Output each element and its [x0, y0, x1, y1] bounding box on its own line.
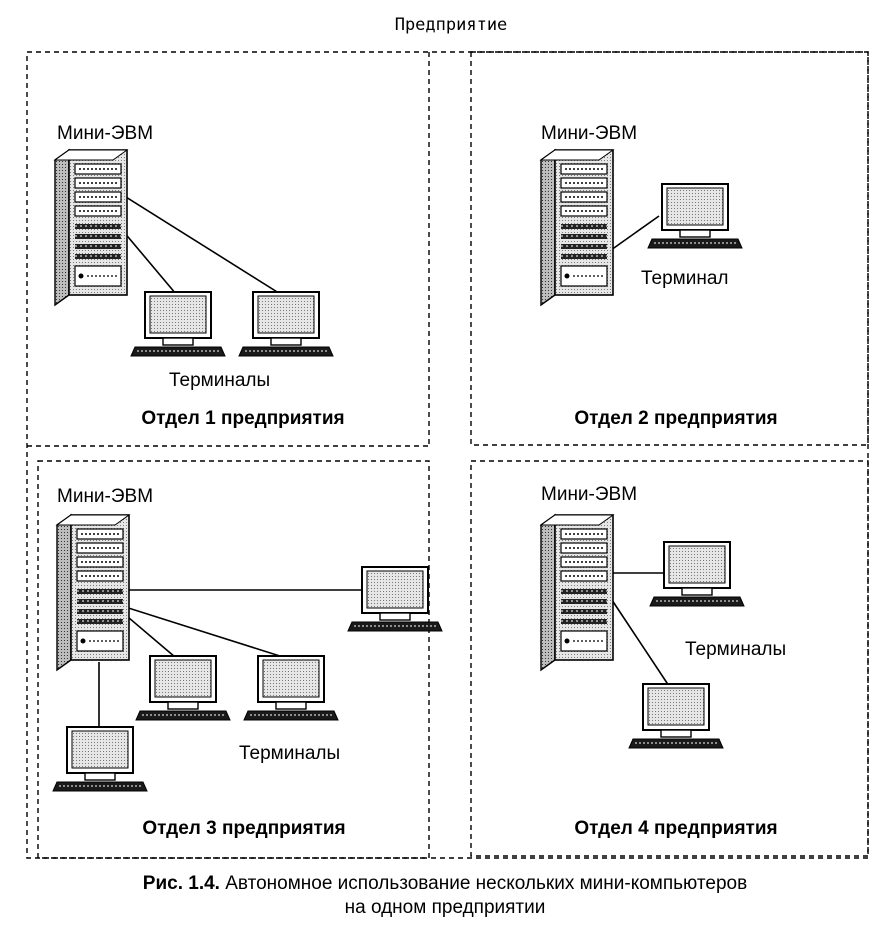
terminal-icon [130, 291, 226, 357]
department-4: Мини-ЭВМ Терминалы Отдел 4 предприятия [540, 484, 786, 839]
department-2: Мини-ЭВМ Терминал Отдел 2 предприятия [540, 123, 778, 429]
caption-line-1: Рис. 1.4. Автономное использование неско… [0, 872, 890, 896]
caption-text: Автономное использование нескольких мини… [225, 873, 748, 894]
terminal-icon [647, 183, 743, 249]
department-label: Отдел 3 предприятия [142, 818, 345, 839]
minicomputer-label: Мини-ЭВМ [57, 123, 153, 144]
caption-line-2: на одном предприятии [344, 897, 546, 918]
enterprise-title: Предприятие [395, 15, 508, 35]
minicomputer-icon [540, 149, 614, 306]
terminal-icon [135, 655, 231, 721]
terminal-icon [347, 566, 443, 632]
minicomputer-label: Мини-ЭВМ [541, 484, 637, 505]
department-label: Отдел 1 предприятия [141, 408, 344, 429]
terminal-label: Терминал [641, 268, 729, 289]
minicomputer-label: Мини-ЭВМ [57, 486, 153, 507]
terminal-icon [628, 683, 724, 749]
minicomputer-icon [540, 514, 614, 671]
minicomputer-icon [56, 514, 130, 671]
connection-cable [121, 611, 176, 658]
caption-figure-number: Рис. 1.4. [142, 873, 220, 894]
terminals-label: Терминалы [169, 370, 270, 391]
department-3-boundary [37, 460, 430, 859]
minicomputer-icon [54, 149, 128, 306]
terminals-label: Терминалы [239, 743, 340, 764]
department-3: Мини-ЭВМ Терминалы Отдел 3 предприятия [52, 486, 443, 839]
terminal-icon [243, 655, 339, 721]
figure-caption: Рис. 1.4. Автономное использование неско… [0, 872, 890, 920]
connection-cable [603, 587, 670, 687]
department-label: Отдел 4 предприятия [574, 818, 777, 839]
terminals-label: Терминалы [685, 639, 786, 660]
terminal-icon [52, 726, 148, 792]
enterprise-boundary [26, 51, 869, 859]
minicomputer-label: Мини-ЭВМ [541, 123, 637, 144]
terminal-icon [238, 291, 334, 357]
connection-cable [117, 191, 283, 296]
department-2-boundary [470, 51, 869, 446]
connection-cable [121, 605, 284, 658]
department-1: Мини-ЭВМ Терминалы Отдел 1 предприятия [54, 123, 345, 429]
terminal-icon [649, 541, 745, 607]
department-label: Отдел 2 предприятия [574, 408, 777, 429]
department-4-boundary [470, 460, 869, 857]
